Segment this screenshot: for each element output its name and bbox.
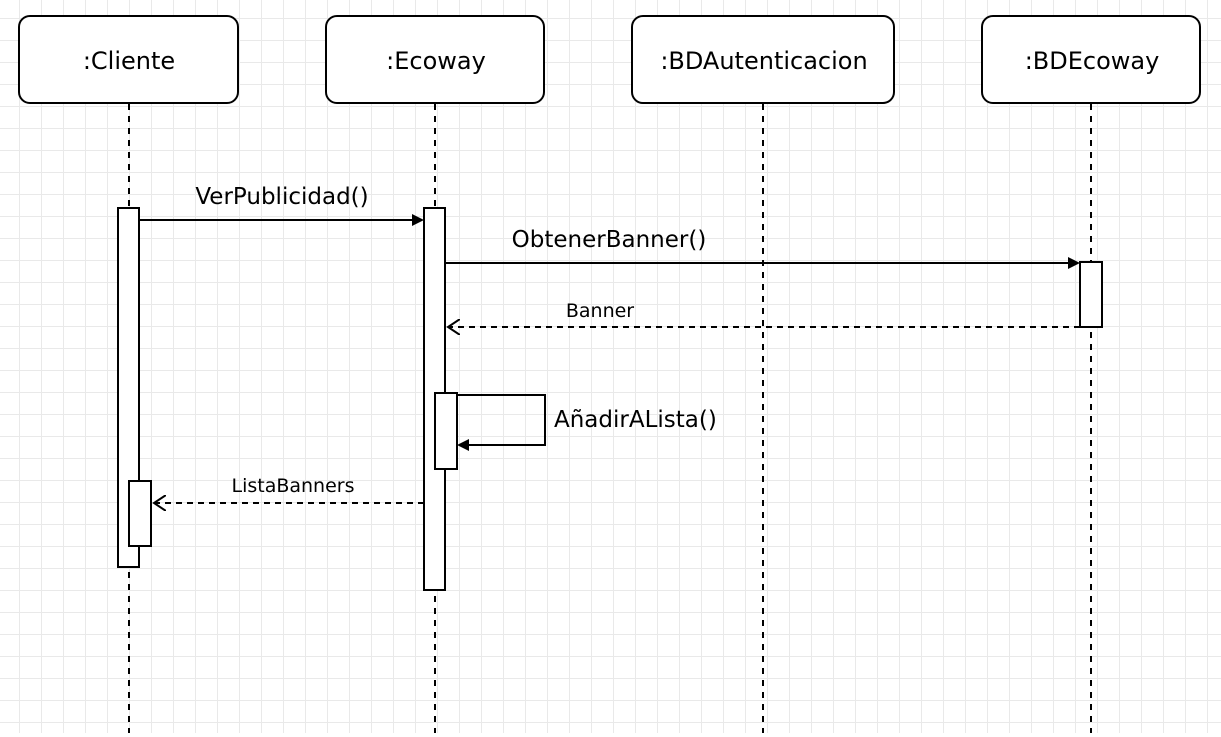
- activation-bdecoway: [1079, 261, 1103, 328]
- message-anadiralista-label: AñadirALista(): [554, 407, 717, 433]
- participant-cliente-label: :Cliente: [83, 47, 175, 75]
- return-listabanners-label: ListaBanners: [231, 475, 354, 497]
- message-anadiralista-arrow: [457, 394, 546, 451]
- message-verpublicidad-label: VerPublicidad(): [195, 184, 368, 210]
- participant-bdautenticacion-box: [631, 15, 895, 104]
- message-obtenerbanner-label: ObtenerBanner(): [512, 227, 707, 253]
- activation-cliente-nested: [128, 480, 152, 547]
- participant-bdautenticacion[interactable]: :BDAutenticacion: [631, 15, 895, 104]
- participant-bdecoway-label: :BDEcoway: [1025, 47, 1160, 75]
- participant-cliente-box: [18, 15, 239, 104]
- activation-ecoway-self: [434, 392, 458, 470]
- return-banner-label: Banner: [566, 300, 634, 322]
- participant-bdecoway-box: [981, 15, 1201, 104]
- participant-ecoway-label: :Ecoway: [386, 47, 486, 75]
- participant-ecoway-box: [325, 15, 545, 104]
- participant-bdautenticacion-label: :BDAutenticacion: [660, 47, 867, 75]
- activation-cliente-main: [117, 207, 140, 568]
- participant-cliente[interactable]: :Cliente: [18, 15, 239, 104]
- participant-bdecoway[interactable]: :BDEcoway: [981, 15, 1201, 104]
- participant-ecoway[interactable]: :Ecoway: [325, 15, 545, 104]
